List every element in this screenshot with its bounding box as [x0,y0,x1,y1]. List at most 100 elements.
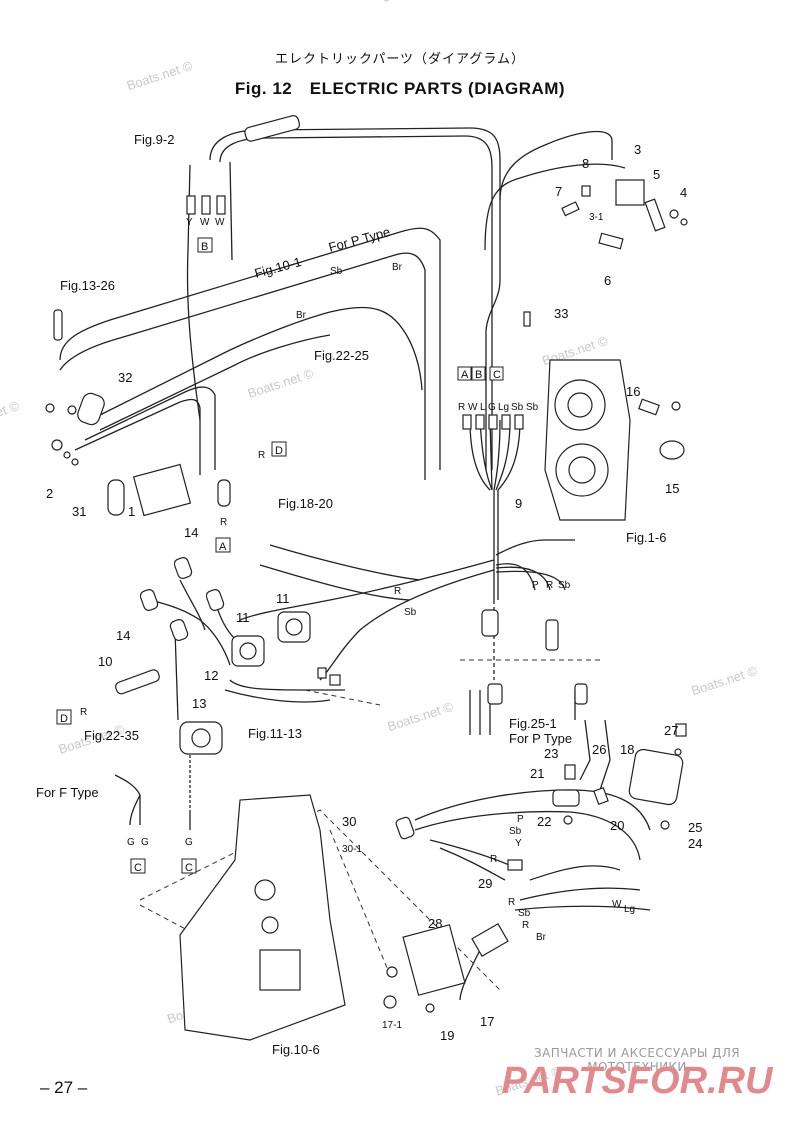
fig-ref: Fig.9-2 [134,132,174,147]
part-number: 9 [515,496,522,511]
part-number: 5 [653,167,660,182]
watermark: Boats.net © [246,365,316,400]
page-number: – 27 – [40,1078,88,1097]
wiring-harness [59,127,651,1001]
fig-ref: For P Type [327,224,392,255]
fig-ref: Fig.25-1 [509,716,557,731]
wire-label: W [468,402,478,413]
wire-label: Br [392,262,403,273]
part-number: 28 [428,916,442,931]
part-33-screw [523,311,531,327]
part-number: 6 [604,273,611,288]
connector-fig13-26 [53,309,63,341]
part-number: 3 [634,142,641,157]
part-number: 25 [688,820,702,835]
box-label-d: D [60,713,68,725]
part-number: 11 [236,610,250,625]
part-number: 20 [610,818,624,833]
watermark: Boats.net © [689,663,759,698]
parts [45,115,688,1041]
box-label-c: C [185,862,193,874]
terminal [186,195,196,215]
terminal [201,195,211,215]
part-32-clamp [77,392,105,426]
title-japanese: エレクトリックパーツ（ダイアグラム） [274,52,526,67]
part-30-connector [395,816,415,840]
wire-label: Sb [509,826,522,837]
wire-label: Y [515,838,522,849]
wire-label: W [612,899,622,910]
fig-ref: Fig.22-35 [84,728,139,743]
box-labels [56,237,504,874]
part-14-cap [205,589,225,611]
fig-ref: Fig.11-13 [248,726,302,741]
wire-label: R [258,450,265,461]
wire-label: Lg [498,402,509,413]
fig-ref: For F Type [36,785,99,800]
part-number: 11 [276,591,290,606]
part-number: 33 [554,306,568,321]
box-label-b: B [201,241,208,253]
part-21-relay [552,789,580,807]
part-number: 17-1 [382,1020,402,1031]
part-8-pin [581,185,591,197]
part-number: 10 [98,654,112,669]
part-number: 24 [688,836,702,851]
wire-label: R [80,707,87,718]
part-14-cap [173,557,193,579]
fig-ref: Fig.13-26 [60,278,115,293]
watermark: Boats.net © [125,58,195,93]
panel-fig10-6 [179,794,346,1041]
part-number: 19 [440,1028,454,1043]
box-label-d: D [275,445,283,457]
part-18-box [628,748,684,806]
plug-fig9-2 [244,115,301,142]
box-label-a: A [461,369,469,381]
part-number: 26 [592,742,606,757]
part-17-harness [471,923,509,957]
part-15-cap [659,440,685,460]
part-2-bolt [51,439,63,451]
wire-label: R [458,402,465,413]
part-number: 17 [480,1014,494,1029]
part-number: 12 [204,668,218,683]
part-5-bracket [644,198,666,232]
fig-ref: Fig.10-1 [253,254,303,281]
wire-label: R [490,854,497,865]
part-number: 13 [192,696,206,711]
wire-label: Sb [558,580,571,591]
part-7-screw [561,201,580,217]
fig-ref: For P Type [509,731,572,746]
part-number: 31 [72,504,86,519]
part-number: 29 [478,876,492,891]
watermark: Boats.net © [0,398,21,433]
part-31-clamp [107,479,125,516]
part-4-washer [669,209,679,219]
box-label-c: C [493,369,501,381]
wire-label: Y [186,217,193,228]
part-number: 22 [537,814,551,829]
shop-logo: PARTSFOR.RU [501,1060,773,1102]
part-number: 16 [626,384,640,399]
figure-references: Fig.9-2 Fig.10-1 For P Type Fig.13-26 Fi… [36,132,666,1057]
wire-label: P [532,580,539,591]
wire-label: R [546,580,553,591]
wire-label: R [220,517,227,528]
part-16-clip [638,398,660,416]
wire-label: G [127,837,135,848]
box-label-a: A [219,541,227,553]
part-20-clip [593,786,609,806]
part-23-screw [564,764,576,780]
watermark: Boats.net © [386,699,456,734]
connector-a [217,479,231,507]
part-number: 15 [665,481,679,496]
wire-label: L [480,402,486,413]
part-17-1-grommet [383,995,397,1009]
part-number: 3-1 [589,212,604,223]
wire-label: R [522,920,529,931]
part-number: 8 [582,156,589,171]
part-number: 27 [664,723,678,738]
shop-tagline: ЗАПЧАСТИ И АКСЕССУАРЫ ДЛЯ МОТОТЕХНИКИ [534,1046,740,1074]
